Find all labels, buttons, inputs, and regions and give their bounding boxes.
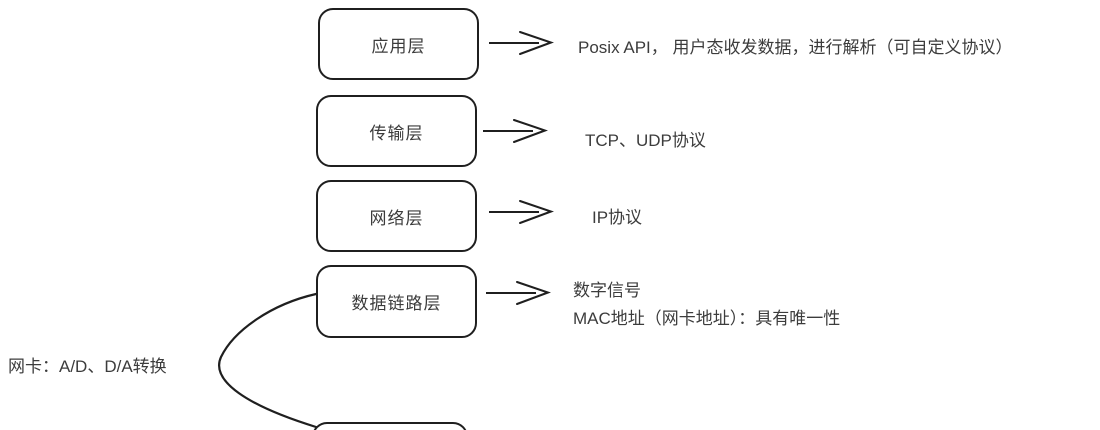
note-application-layer: Posix API， 用户态收发数据，进行解析（可自定义协议） bbox=[578, 38, 1013, 57]
note-datalink-line-2: MAC地址（网卡地址）：具有唯一性 bbox=[573, 309, 841, 328]
box-transport-layer-label: 传输层 bbox=[369, 123, 424, 143]
box-transport-layer: 传输层 bbox=[316, 95, 477, 167]
network-card-side-label: 网卡：A/D、D/A转换 bbox=[8, 357, 167, 376]
box-bottom-partial bbox=[312, 422, 468, 430]
arrow-right-icon bbox=[486, 281, 551, 305]
arrow-right-icon bbox=[483, 119, 548, 143]
box-datalink-layer: 数据链路层 bbox=[316, 265, 477, 338]
box-application-layer-label: 应用层 bbox=[371, 36, 426, 56]
note-transport-layer: TCP、UDP协议 bbox=[585, 131, 706, 150]
arrow-right-icon bbox=[489, 31, 554, 55]
arrow-right-icon bbox=[489, 200, 554, 224]
note-network-layer: IP协议 bbox=[592, 208, 643, 227]
box-application-layer: 应用层 bbox=[318, 8, 479, 80]
box-network-layer-label: 网络层 bbox=[369, 208, 424, 228]
note-datalink-layer: 数字信号 MAC地址（网卡地址）：具有唯一性 bbox=[573, 277, 840, 333]
box-network-layer: 网络层 bbox=[316, 180, 477, 252]
note-datalink-line-1: 数字信号 bbox=[573, 281, 641, 300]
box-datalink-layer-label: 数据链路层 bbox=[351, 294, 442, 313]
